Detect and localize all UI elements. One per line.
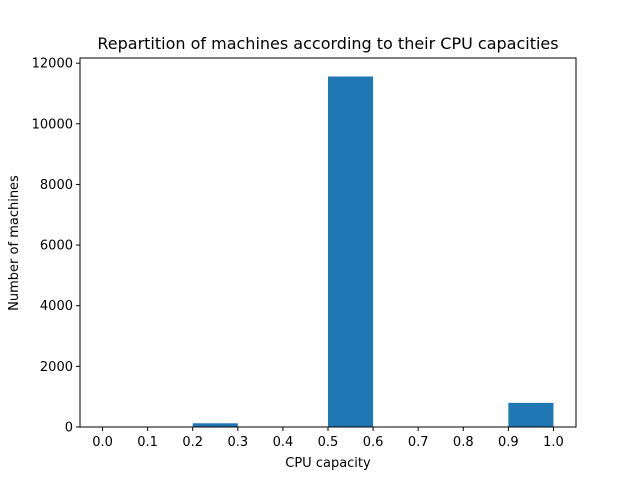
x-axis: 0.0 0.1 0.2 0.3 0.4 0.5 0.6 0.7 0.8 0.9 1.0 <box>92 427 564 450</box>
plot-frame <box>79 57 577 428</box>
y-tick-label: 12000 <box>32 57 73 72</box>
y-tick-label: 6000 <box>40 239 73 254</box>
x-tick-label: 0.5 <box>318 435 339 450</box>
chart-title: Repartition of machines according to the… <box>97 34 558 53</box>
x-tick-label: 0.2 <box>182 435 203 450</box>
x-tick-label: 0.0 <box>92 435 113 450</box>
x-tick-label: 0.9 <box>498 435 519 450</box>
x-tick-label: 0.1 <box>137 435 158 450</box>
y-tick-label: 10000 <box>32 117 73 132</box>
x-tick-label: 0.7 <box>408 435 429 450</box>
x-axis-label: CPU capacity <box>285 456 371 471</box>
y-tick-label: 4000 <box>40 299 73 314</box>
y-axis-label: Number of machines <box>7 175 22 311</box>
y-tick-label: 8000 <box>40 178 73 193</box>
y-tick-label: 2000 <box>40 360 73 375</box>
histogram-bar <box>508 402 554 427</box>
histogram-bar <box>328 76 374 427</box>
x-tick-label: 0.3 <box>227 435 248 450</box>
x-tick-label: 0.6 <box>363 435 384 450</box>
x-tick-label: 0.4 <box>273 435 294 450</box>
x-tick-label: 0.8 <box>453 435 474 450</box>
y-axis: 0 2000 4000 6000 8000 10000 12000 <box>32 57 80 436</box>
y-tick-label: 0 <box>65 421 73 436</box>
bars-group <box>192 76 554 427</box>
x-tick-label: 1.0 <box>543 435 564 450</box>
histogram-bar <box>192 423 238 427</box>
